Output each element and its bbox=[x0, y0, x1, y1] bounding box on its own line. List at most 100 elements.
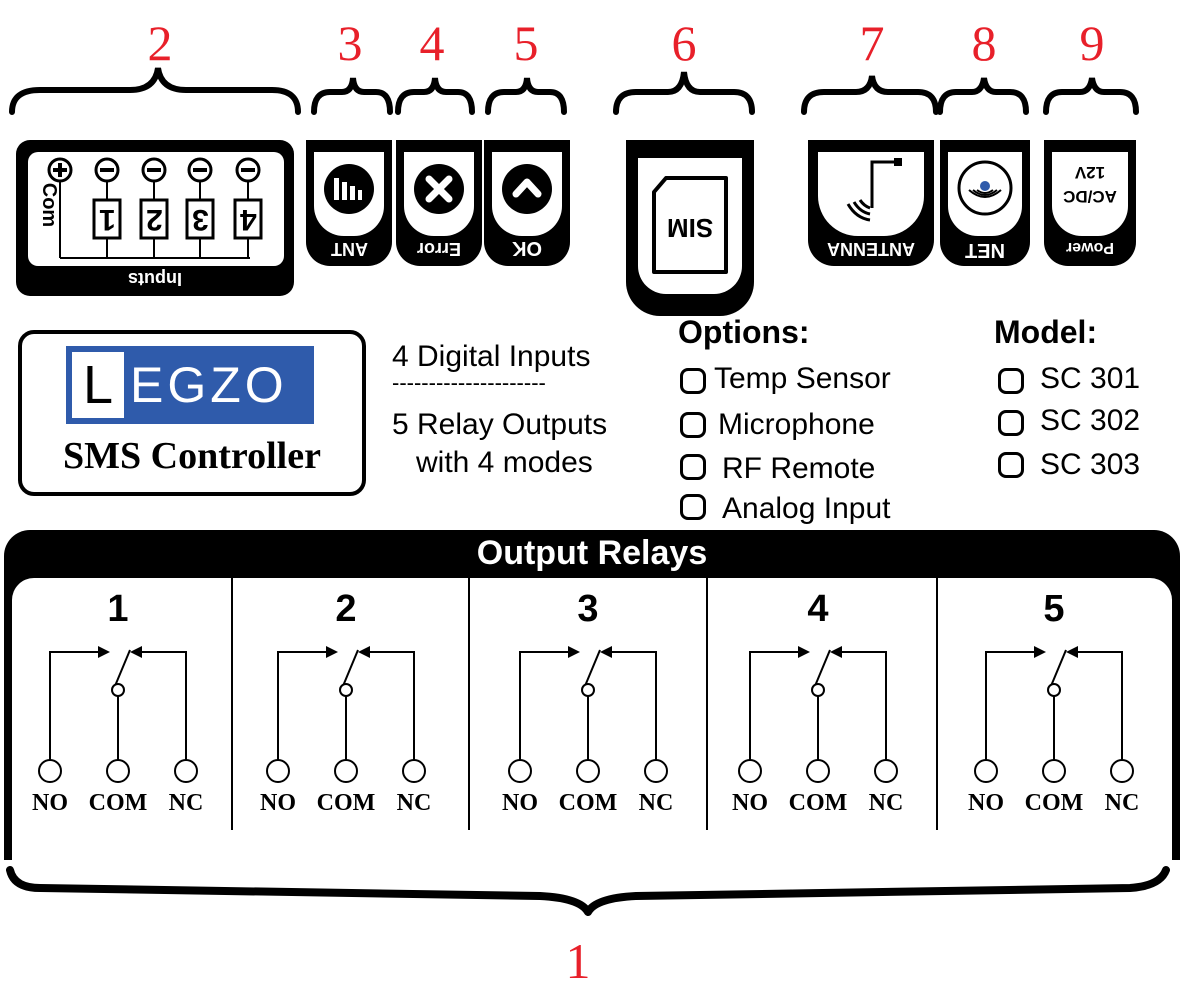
option-checkbox-analog-input[interactable] bbox=[680, 494, 706, 520]
power-spec-text: AC/DC 12V bbox=[1052, 160, 1128, 208]
relay-4-no-label: NO bbox=[732, 790, 768, 816]
antenna-label: ANTENNA bbox=[827, 239, 915, 259]
logo-initial-box bbox=[72, 352, 124, 418]
callout-4: 4 bbox=[419, 15, 445, 71]
relay-2-schematic bbox=[266, 646, 426, 783]
relay-1-number: 1 bbox=[107, 588, 129, 630]
model-checkbox-sc302[interactable] bbox=[998, 410, 1024, 436]
feature-separator: --------------------- bbox=[392, 370, 546, 395]
relay-2-com-label: COM bbox=[316, 790, 376, 816]
com-label: Com bbox=[38, 182, 60, 228]
callout-8: 8 bbox=[971, 15, 997, 71]
relay-4-schematic bbox=[738, 646, 898, 783]
error-x-glyph bbox=[425, 175, 453, 203]
brace-9 bbox=[1043, 77, 1139, 115]
option-checkbox-rf-remote[interactable] bbox=[680, 454, 706, 480]
power-panel-window bbox=[1052, 152, 1128, 236]
brace-4 bbox=[395, 77, 475, 115]
relay-divider-1 bbox=[231, 570, 233, 830]
option-microphone: Microphone bbox=[718, 408, 875, 441]
relay-3-nc-label: NC bbox=[638, 790, 674, 816]
relay-2-number: 2 bbox=[335, 588, 357, 630]
model-checkbox-sc301[interactable] bbox=[998, 368, 1024, 394]
signal-bars-icon bbox=[324, 164, 374, 214]
feature-relay-outputs: 5 Relay Outputs bbox=[392, 408, 608, 441]
brace-3 bbox=[311, 77, 393, 115]
callout-2: 2 bbox=[147, 15, 173, 71]
relay-5-number: 5 bbox=[1043, 588, 1065, 630]
net-label: NET bbox=[965, 239, 1005, 261]
logo-text: EGZO bbox=[130, 357, 288, 413]
sim-label: SIM bbox=[666, 213, 714, 243]
option-analog-input: Analog Input bbox=[722, 492, 891, 525]
callout-9: 9 bbox=[1079, 15, 1105, 71]
relay-4-number: 4 bbox=[807, 588, 829, 630]
relay-1-nc-label: NC bbox=[168, 790, 204, 816]
input-terminal-4: 4 bbox=[239, 203, 257, 236]
ant-label: ANT bbox=[330, 239, 368, 259]
output-relays-title: Output Relays bbox=[476, 534, 708, 572]
brace-bottom bbox=[6, 866, 1170, 916]
brace-5 bbox=[485, 77, 567, 115]
relay-1-schematic bbox=[38, 646, 198, 783]
logo-subtitle: SMS Controller bbox=[63, 435, 321, 477]
relay-divider-2 bbox=[468, 570, 470, 830]
relay-5-com-label: COM bbox=[1024, 790, 1084, 816]
input-terminal-1: 1 bbox=[98, 203, 116, 236]
relay-5-schematic bbox=[974, 646, 1134, 783]
power-ac-dc: AC/DC bbox=[1063, 187, 1117, 206]
inputs-wiring bbox=[47, 157, 263, 259]
model-title: Model: bbox=[994, 314, 1098, 350]
antenna-icon bbox=[846, 158, 902, 222]
callout-5: 5 bbox=[513, 15, 539, 71]
relay-1-no-label: NO bbox=[32, 790, 68, 816]
relay-5-no-label: NO bbox=[968, 790, 1004, 816]
model-checkbox-sc303[interactable] bbox=[998, 452, 1024, 478]
relay-1-com-label: COM bbox=[88, 790, 148, 816]
error-label: Error bbox=[416, 239, 461, 259]
brace-top bbox=[9, 67, 1139, 115]
option-rf-remote: RF Remote bbox=[722, 452, 876, 485]
option-checkbox-microphone[interactable] bbox=[680, 412, 706, 438]
signal-bars-glyph bbox=[334, 178, 362, 200]
relay-3-schematic bbox=[508, 646, 668, 783]
callout-7: 7 bbox=[859, 15, 885, 71]
relay-5-nc-label: NC bbox=[1104, 790, 1140, 816]
relay-3-no-label: NO bbox=[502, 790, 538, 816]
option-checkbox-temp-sensor[interactable] bbox=[680, 368, 706, 394]
model-sc303: SC 303 bbox=[1040, 448, 1141, 481]
option-temp-sensor: Temp Sensor bbox=[714, 362, 891, 395]
ok-check-glyph bbox=[512, 178, 542, 198]
model-sc302: SC 302 bbox=[1040, 404, 1141, 437]
relay-2-no-label: NO bbox=[260, 790, 296, 816]
model-sc301: SC 301 bbox=[1040, 362, 1141, 395]
power-12v: 12V bbox=[1074, 163, 1106, 182]
callout-3: 3 bbox=[337, 15, 363, 71]
brace-2 bbox=[9, 67, 301, 115]
relay-2-nc-label: NC bbox=[396, 790, 432, 816]
net-signal-icon bbox=[957, 160, 1013, 216]
feature-modes: with 4 modes bbox=[416, 446, 593, 479]
relay-3-com-label: COM bbox=[558, 790, 618, 816]
relay-divider-4 bbox=[936, 570, 938, 830]
callout-6: 6 bbox=[671, 15, 697, 71]
input-terminal-2: 2 bbox=[145, 203, 163, 236]
callout-1: 1 bbox=[565, 933, 591, 989]
input-terminal-3: 3 bbox=[191, 203, 209, 236]
relay-4-nc-label: NC bbox=[868, 790, 904, 816]
relay-3-number: 3 bbox=[577, 588, 599, 630]
feature-digital-inputs: 4 Digital Inputs bbox=[392, 340, 591, 373]
brace-6 bbox=[613, 71, 755, 115]
power-label: Power bbox=[1065, 239, 1114, 256]
brace-8 bbox=[937, 77, 1029, 115]
options-title: Options: bbox=[678, 314, 810, 350]
ok-label: OK bbox=[512, 237, 542, 259]
output-relays-window bbox=[12, 578, 1172, 868]
ok-check-icon bbox=[502, 164, 552, 214]
logo-initial: L bbox=[82, 355, 114, 415]
brace-7 bbox=[801, 75, 939, 115]
sim-card-icon bbox=[652, 176, 728, 274]
relay-divider-3 bbox=[706, 570, 708, 830]
relay-4-com-label: COM bbox=[788, 790, 848, 816]
inputs-label: Inputs bbox=[128, 269, 182, 289]
